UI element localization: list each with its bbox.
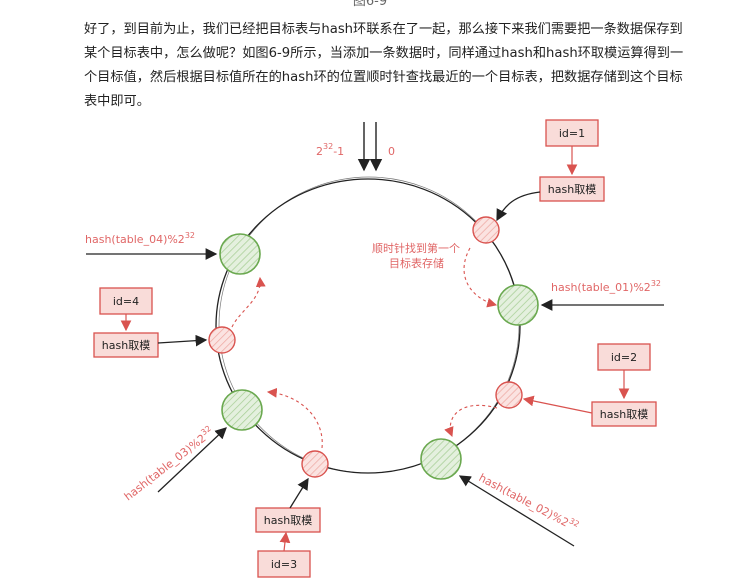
id3-label: id=3 xyxy=(271,558,297,571)
id4-label: id=4 xyxy=(113,295,139,308)
id3-hash-label: hash取模 xyxy=(264,514,312,527)
id2-hash-box xyxy=(591,401,657,427)
table-node-01 xyxy=(497,284,539,326)
id4-hash-box xyxy=(93,332,159,358)
id1-label: id=1 xyxy=(559,127,585,140)
dashed-path-id2 xyxy=(444,404,498,438)
dashed-path-id4 xyxy=(231,276,266,328)
id4-box xyxy=(99,287,153,315)
table-02-label: hash(table_02)%232 xyxy=(477,469,581,534)
ring-zero-label: 0 xyxy=(388,145,395,158)
dashed-path-id1 xyxy=(463,247,498,308)
data-node-id1 xyxy=(472,216,500,244)
data-node-id3 xyxy=(301,450,329,478)
id1-hash-label: hash取模 xyxy=(548,183,596,196)
ring-max-label: 232-1 xyxy=(316,142,344,158)
figure-caption: 图6-9 xyxy=(352,0,388,9)
dashed-path-id3 xyxy=(266,387,323,449)
hash-ring-diagram: 232-1 0 顺时针找到第一个 目标表存储 hash(table_04)%23… xyxy=(85,119,664,578)
clockwise-note-line2: 目标表存储 xyxy=(389,256,444,270)
table-03-arrow xyxy=(157,427,227,493)
id3-hash-box xyxy=(255,507,321,533)
id2-label: id=2 xyxy=(611,351,637,364)
table-node-04 xyxy=(219,233,261,275)
table-01-label: hash(table_01)%232 xyxy=(551,279,661,294)
id1-hash-box xyxy=(539,176,605,202)
data-node-id2 xyxy=(495,381,523,409)
id4-hash-label: hash取模 xyxy=(102,339,150,352)
data-node-id4 xyxy=(208,326,236,354)
table-02-arrow xyxy=(458,475,575,547)
id2-hash-label: hash取模 xyxy=(600,408,648,421)
id3-box xyxy=(257,550,311,578)
table-03-label: hash(table_03)%232 xyxy=(121,424,217,504)
table-node-02 xyxy=(420,438,462,480)
body-paragraph: 好了，到目前为止，我们已经把目标表与hash环联系在了一起，那么接下来我们需要把… xyxy=(84,22,684,109)
clockwise-note-line1: 顺时针找到第一个 xyxy=(372,241,460,255)
table-node-03 xyxy=(221,389,263,431)
table-04-label: hash(table_04)%232 xyxy=(85,231,195,246)
id1-box xyxy=(545,119,599,147)
